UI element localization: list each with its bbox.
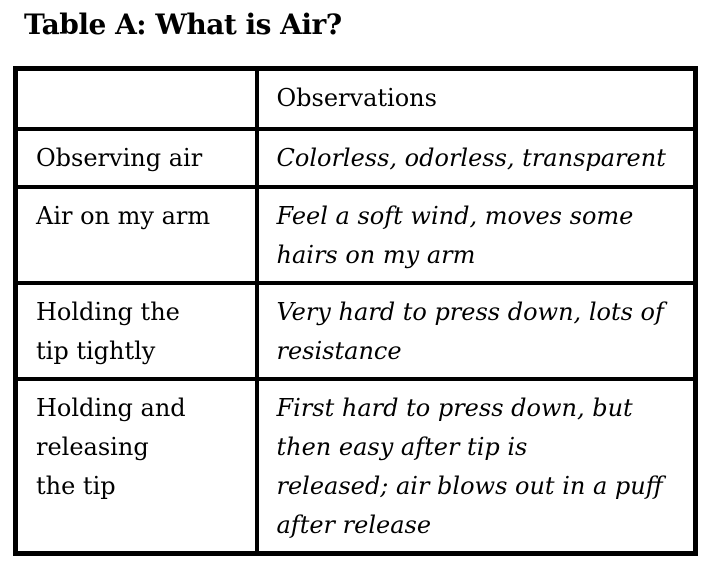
table-row: Air on my arm Feel a soft wind, moves so…: [13, 184, 698, 285]
row-label-holding-tip-tightly: Holding the tip tightly: [13, 280, 259, 381]
table-row: Holding and releasing the tip First hard…: [13, 376, 698, 555]
row-label-holding-and-releasing-tip: Holding and releasing the tip: [13, 376, 259, 555]
header-cell-observations: Observations: [254, 66, 698, 131]
row-observation: Feel a soft wind, moves some hairs on my…: [254, 184, 698, 285]
header-cell-empty: [13, 66, 259, 131]
row-observation: Colorless, odorless, transparent: [254, 126, 698, 189]
row-label-air-on-my-arm: Air on my arm: [13, 184, 259, 285]
page-title: Table A: What is Air?: [24, 8, 342, 41]
table-row: Holding the tip tightly Very hard to pre…: [13, 280, 698, 381]
row-observation: Very hard to press down, lots of resista…: [254, 280, 698, 381]
observations-table: Observations Observing air Colorless, od…: [13, 66, 698, 556]
row-observation: First hard to press down, but then easy …: [254, 376, 698, 555]
table-row: Observing air Colorless, odorless, trans…: [13, 126, 698, 189]
row-label-observing-air: Observing air: [13, 126, 259, 189]
table-header-row: Observations: [13, 66, 698, 131]
